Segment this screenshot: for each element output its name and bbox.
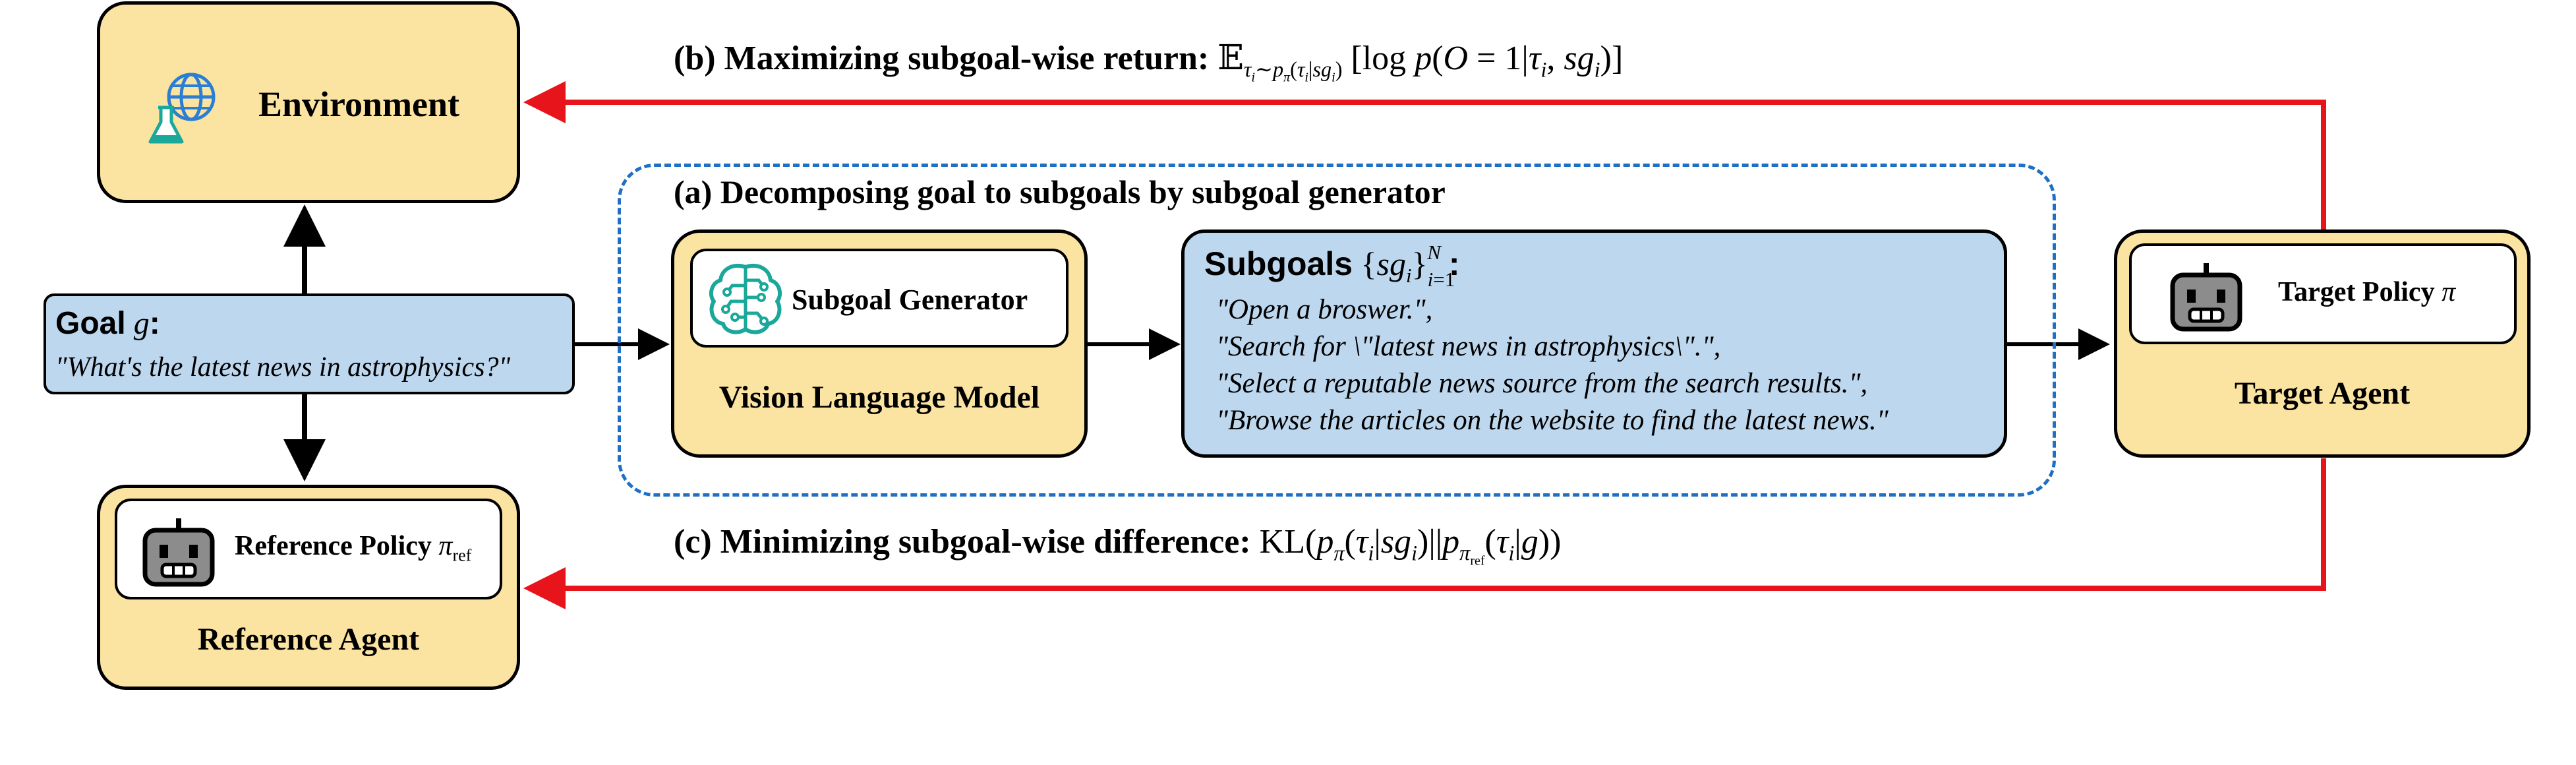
target-policy-symbol: π	[2442, 277, 2456, 307]
target-agent-label: Target Agent	[2234, 376, 2411, 411]
arrow-target-to-environment	[523, 81, 2326, 229]
subgoals-colon: :	[1448, 245, 1460, 282]
subgoals-set-notation: {sgi}i=1N	[1361, 241, 1455, 291]
goal-symbol: g	[133, 306, 150, 341]
goal-colon: :	[149, 306, 160, 341]
target-policy-label: Target Policy	[2278, 277, 2435, 307]
caption-b-row: (b) Maximizing subgoal-wise return: 𝔼τi∼…	[674, 38, 1623, 86]
target-policy-label-row: Target Policy π	[2278, 276, 2455, 308]
goal-title-row: Goal g:	[55, 305, 160, 342]
subgoals-title-row: Subgoals {sgi}i=1N:	[1204, 241, 1460, 291]
subgoal-decomposition-region	[618, 164, 2056, 497]
caption-b-formula: 𝔼τi∼pπ(τi|sgi) [log p(O = 1|τi, sgi)]	[1217, 40, 1624, 85]
vlm-box: Subgoal Generator Vision Language Model	[671, 229, 1088, 458]
subgoal-generator-label: Subgoal Generator	[792, 284, 1028, 316]
robot-icon	[2170, 263, 2242, 332]
goal-title: Goal	[55, 306, 126, 341]
subgoal-item: "Select a reputable news source from the…	[1216, 368, 1868, 399]
reference-policy-box: Reference Policy πref	[115, 499, 502, 599]
subgoal-item: "Open a broswer.",	[1216, 294, 1433, 325]
reference-policy-label-row: Reference Policy πref	[235, 530, 471, 565]
caption-a: (a) Decomposing goal to subgoals by subg…	[674, 173, 1446, 210]
target-policy-box: Target Policy π	[2129, 243, 2517, 344]
vlm-label: Vision Language Model	[718, 380, 1040, 415]
target-agent-box: Target Policy π Target Agent	[2114, 229, 2531, 458]
robot-icon	[142, 518, 215, 587]
goal-text: "What's the latest news in astrophysics?…	[55, 352, 511, 382]
reference-policy-symbol: π	[438, 531, 453, 561]
arrow-target-to-reference	[523, 458, 2326, 609]
reference-policy-label: Reference Policy	[235, 531, 432, 561]
subgoal-item: "Browse the articles on the website to f…	[1216, 405, 1888, 436]
reference-policy-subscript: ref	[452, 545, 472, 565]
caption-b: (b) Maximizing subgoal-wise return:	[674, 40, 1210, 77]
caption-c-row: (c) Minimizing subgoal-wise difference: …	[674, 522, 1561, 569]
subgoal-generator-box: Subgoal Generator	[690, 249, 1068, 348]
environment-label: Environment	[258, 84, 460, 124]
reference-agent-box: Reference Policy πref Reference Agent	[97, 485, 520, 690]
reference-agent-label: Reference Agent	[197, 622, 420, 657]
subgoals-title: Subgoals	[1204, 245, 1353, 282]
caption-c: (c) Minimizing subgoal-wise difference:	[674, 523, 1251, 561]
goal-box: Goal g: "What's the latest news in astro…	[44, 293, 575, 394]
environment-box: Environment	[97, 1, 520, 203]
subgoals-box: Subgoals {sgi}i=1N: "Open a broswer.", "…	[1181, 229, 2007, 458]
subgoal-item: "Search for \"latest news in astrophysic…	[1216, 331, 1721, 362]
globe-flask-icon	[148, 73, 216, 144]
caption-c-formula: KL(pπ(τi|sgi)||pπref(τi|g))	[1259, 523, 1562, 568]
brain-circuit-icon	[709, 264, 782, 334]
